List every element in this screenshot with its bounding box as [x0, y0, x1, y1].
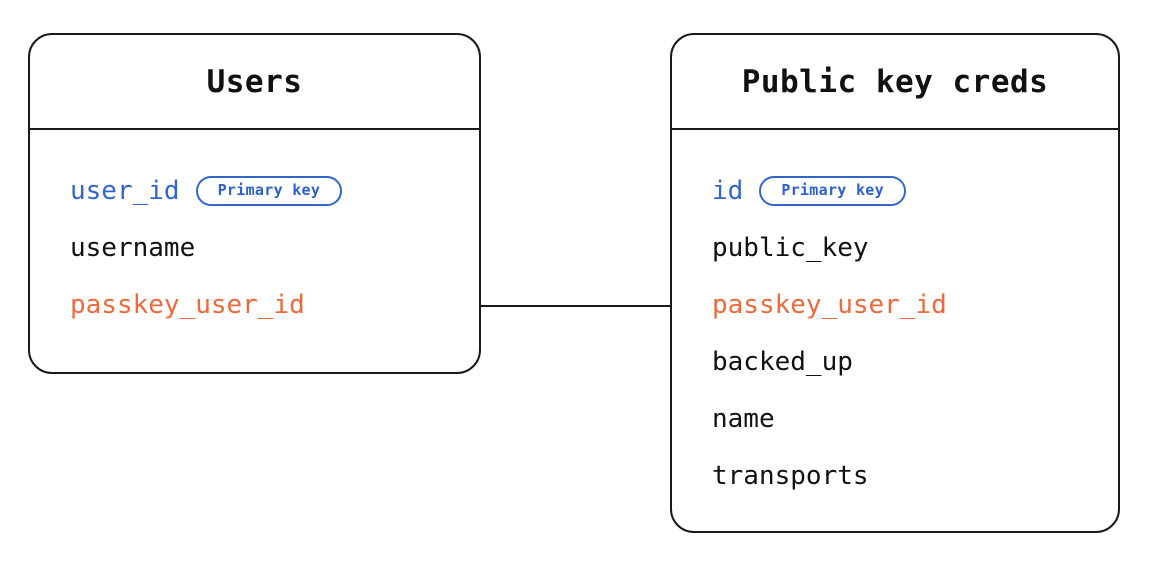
field-row[interactable]: transports — [712, 447, 1118, 504]
field-name: transports — [712, 460, 869, 491]
entity-table-users[interactable]: Users user_id Primary key username passkey_u… — [28, 33, 481, 374]
field-row[interactable]: name — [712, 390, 1118, 447]
field-name: name — [712, 403, 775, 434]
field-name: public_key — [712, 232, 869, 263]
field-name: passkey_user_id — [70, 289, 305, 320]
entity-header-users: Users — [30, 35, 479, 130]
primary-key-badge[interactable]: Primary key — [759, 175, 906, 206]
entity-header-public-key-creds: Public key creds — [672, 35, 1118, 130]
field-name: user_id — [70, 175, 180, 206]
field-row[interactable]: user_id Primary key — [70, 162, 479, 219]
field-name: id — [712, 175, 744, 206]
field-row[interactable]: id Primary key — [712, 162, 1118, 219]
primary-key-badge-label: Primary key — [217, 181, 321, 199]
entity-title: Users — [206, 63, 303, 100]
primary-key-badge-label: Primary key — [781, 181, 884, 199]
entity-title: Public key creds — [741, 63, 1049, 100]
field-row[interactable]: passkey_user_id — [712, 276, 1118, 333]
relation-line-users-to-public-key-creds — [481, 305, 670, 307]
field-name: username — [70, 232, 196, 263]
primary-key-badge[interactable]: Primary key — [195, 175, 343, 206]
field-row[interactable]: public_key — [712, 219, 1118, 276]
entity-field-list-users: user_id Primary key username passkey_user_i… — [30, 130, 479, 333]
field-name: backed_up — [712, 346, 853, 377]
field-row[interactable]: username — [70, 219, 479, 276]
field-row[interactable]: passkey_user_id — [70, 276, 479, 333]
field-row[interactable]: backed_up — [712, 333, 1118, 390]
field-name: passkey_user_id — [712, 289, 947, 320]
